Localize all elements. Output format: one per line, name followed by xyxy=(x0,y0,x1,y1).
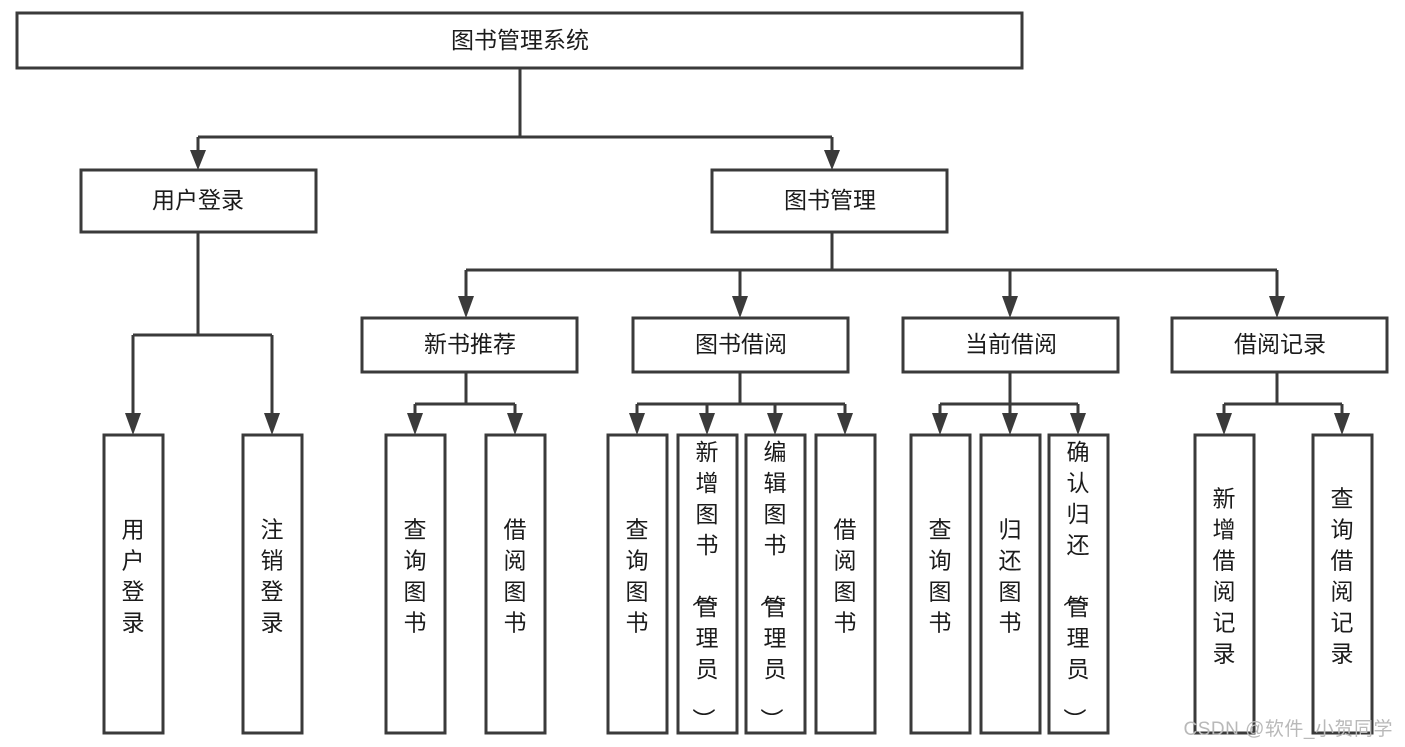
leaf-query-book-new-label: 查询图书 xyxy=(404,517,427,636)
leaf-query-borrow-record-label: 查询借阅记录 xyxy=(1331,486,1354,667)
arrow-head-leaf-borrow-book-2 xyxy=(837,413,853,435)
leaf-borrow-book-new-box[interactable] xyxy=(484,433,547,735)
arrow-head-leaf-logout xyxy=(264,413,280,435)
leaf-edit-book-label: 编辑图书（管理员） xyxy=(759,439,787,731)
leaf-add-book[interactable]: 新增图书（管理员） xyxy=(676,433,739,735)
leaf-borrow-book-new-label: 借阅图书 xyxy=(504,517,527,636)
node-root-system[interactable]: 图书管理系统 xyxy=(15,11,1024,70)
node-book-manage[interactable]: 图书管理 xyxy=(710,168,949,234)
leaf-return-book-box[interactable] xyxy=(979,433,1042,735)
leaf-add-borrow-record-box[interactable] xyxy=(1193,433,1256,735)
node-book-manage-box[interactable] xyxy=(710,168,949,234)
arrow-head-leaf-query-book-2 xyxy=(629,413,645,435)
arrow-head-leaf-user-login xyxy=(125,413,141,435)
arrow-head-leaf-edit-book xyxy=(767,413,783,435)
leaf-logout-label: 注销登录 xyxy=(261,517,284,636)
arrow-head-leaf-borrow-book-1 xyxy=(507,413,523,435)
node-book-borrow-label: 图书借阅 xyxy=(695,331,787,357)
leaf-add-borrow-record-label: 新增借阅记录 xyxy=(1213,486,1236,667)
leaf-user-login[interactable]: 用户登录 xyxy=(102,433,165,735)
node-root-system-label: 图书管理系统 xyxy=(451,27,589,53)
arrow-head-current-borrow xyxy=(1002,296,1018,318)
leaf-borrow-book-label: 借阅图书 xyxy=(834,517,857,636)
node-book-manage-label: 图书管理 xyxy=(784,187,876,213)
leaf-edit-book[interactable]: 编辑图书（管理员） xyxy=(744,433,807,735)
node-current-borrow-label: 当前借阅 xyxy=(965,331,1057,357)
leaf-borrow-book-new[interactable]: 借阅图书 xyxy=(484,433,547,735)
node-borrow-record-box[interactable] xyxy=(1170,316,1389,374)
leaf-query-borrow-record[interactable]: 查询借阅记录 xyxy=(1311,433,1374,735)
arrow-head-user-login xyxy=(190,150,206,170)
leaf-confirm-return-label: 确认归还（管理员） xyxy=(1062,439,1090,731)
leaf-logout-box[interactable] xyxy=(241,433,304,735)
leaf-user-login-label: 用户登录 xyxy=(122,517,145,636)
leaf-query-book-new-box[interactable] xyxy=(384,433,447,735)
node-borrow-record-label: 借阅记录 xyxy=(1234,331,1326,357)
leaf-confirm-return[interactable]: 确认归还（管理员） xyxy=(1047,433,1110,735)
leaf-query-book-current-box[interactable] xyxy=(909,433,972,735)
leaf-logout[interactable]: 注销登录 xyxy=(241,433,304,735)
arrow-head-leaf-add-book xyxy=(699,413,715,435)
node-current-borrow-box[interactable] xyxy=(901,316,1120,374)
leaf-return-book[interactable]: 归还图书 xyxy=(979,433,1042,735)
node-book-borrow[interactable]: 图书借阅 xyxy=(631,316,850,374)
connector-layer xyxy=(125,68,1350,435)
arrow-head-borrow-record xyxy=(1269,296,1285,318)
arrow-head-leaf-query-record xyxy=(1334,413,1350,435)
arrow-head-leaf-query-book-1 xyxy=(407,413,423,435)
node-root-system-box[interactable] xyxy=(15,11,1024,70)
node-new-book-recommend-label: 新书推荐 xyxy=(424,331,516,357)
node-user-login-label: 用户登录 xyxy=(152,187,244,213)
leaf-query-book-current[interactable]: 查询图书 xyxy=(909,433,972,735)
leaf-query-book-current-label: 查询图书 xyxy=(929,517,952,636)
leaf-add-book-label: 新增图书（管理员） xyxy=(691,439,719,731)
node-user-login-box[interactable] xyxy=(79,168,318,234)
node-borrow-record[interactable]: 借阅记录 xyxy=(1170,316,1389,374)
leaf-edit-book-box[interactable] xyxy=(744,433,807,735)
arrow-head-leaf-add-record xyxy=(1216,413,1232,435)
arrow-head-book-manage xyxy=(824,150,840,170)
leaf-query-book-new[interactable]: 查询图书 xyxy=(384,433,447,735)
arrow-head-leaf-query-book-3 xyxy=(932,413,948,435)
leaf-add-book-box[interactable] xyxy=(676,433,739,735)
node-new-book-recommend-box[interactable] xyxy=(360,316,579,374)
arrow-head-book-borrow xyxy=(732,296,748,318)
node-user-login[interactable]: 用户登录 xyxy=(79,168,318,234)
leaf-confirm-return-box[interactable] xyxy=(1047,433,1110,735)
leaf-query-book-borrow-label: 查询图书 xyxy=(626,517,649,636)
leaf-add-borrow-record[interactable]: 新增借阅记录 xyxy=(1193,433,1256,735)
leaf-query-book-borrow-box[interactable] xyxy=(606,433,669,735)
arrow-head-leaf-confirm-return xyxy=(1070,413,1086,435)
leaf-user-login-box[interactable] xyxy=(102,433,165,735)
node-new-book-recommend[interactable]: 新书推荐 xyxy=(360,316,579,374)
node-book-borrow-box[interactable] xyxy=(631,316,850,374)
leaf-query-book-borrow[interactable]: 查询图书 xyxy=(606,433,669,735)
leaf-return-book-label: 归还图书 xyxy=(999,517,1022,636)
leaf-borrow-book[interactable]: 借阅图书 xyxy=(814,433,877,735)
leaf-borrow-book-box[interactable] xyxy=(814,433,877,735)
arrow-head-new-book xyxy=(458,296,474,318)
leaf-query-borrow-record-box[interactable] xyxy=(1311,433,1374,735)
arrow-head-leaf-return-book xyxy=(1002,413,1018,435)
node-current-borrow[interactable]: 当前借阅 xyxy=(901,316,1120,374)
